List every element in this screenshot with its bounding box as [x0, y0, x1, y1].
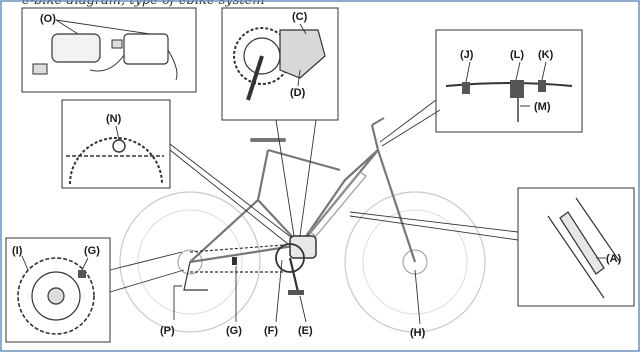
inset-battery: (A)	[517, 187, 635, 307]
callout-rotor	[109, 251, 185, 293]
inset-charger: (O)	[21, 7, 197, 93]
leader-H	[414, 269, 421, 325]
frame-battery	[309, 171, 367, 237]
label-A: (A)	[606, 253, 622, 265]
label-L: (L)	[510, 49, 524, 61]
closeup-handlebar	[445, 82, 573, 87]
rear-wheel	[119, 191, 261, 333]
callout-handlebar	[379, 99, 441, 147]
label-D: (D)	[290, 87, 306, 99]
inset-handlebar-frame	[435, 29, 583, 133]
closeup-rotor-hub	[47, 287, 65, 305]
label-N: (N)	[106, 113, 122, 125]
inset-drive-unit: (C) (D)	[221, 7, 339, 121]
label-G-rotor: (G)	[84, 245, 100, 257]
closeup-rotor	[17, 257, 95, 335]
stem	[371, 117, 385, 126]
label-G-bottom: (G)	[226, 325, 242, 337]
closeup-sensor-magnet	[78, 270, 86, 278]
inset-handlebar: (J) (L) (K) (M)	[435, 29, 583, 133]
callout-lines	[109, 99, 519, 325]
inset-rotor: (I) (G)	[5, 237, 111, 343]
inset-derailleur: (N)	[61, 99, 171, 189]
label-H: (H)	[410, 327, 426, 339]
rear-derailleur	[183, 261, 208, 291]
leader-O	[55, 19, 151, 35]
label-M: (M)	[534, 101, 551, 113]
leader-F	[275, 259, 283, 323]
closeup-display-L	[510, 80, 524, 98]
leaders-CD	[297, 23, 307, 87]
battery-tube-edge-1	[547, 215, 605, 299]
inset-battery-frame	[517, 187, 635, 307]
speed-sensor	[232, 257, 237, 265]
charger-case	[51, 33, 101, 63]
label-K: (K)	[538, 49, 554, 61]
leader-N	[115, 125, 120, 141]
leader-P	[173, 285, 182, 320]
closeup-chainring-2	[69, 137, 163, 185]
front-wheel	[344, 191, 486, 333]
leaders-JLKM	[465, 61, 547, 107]
crank-arm	[288, 257, 300, 293]
label-E: (E)	[298, 325, 313, 337]
bike-illustration	[119, 117, 486, 333]
drive-unit	[289, 235, 317, 259]
leader-E	[299, 295, 307, 323]
callout-drive	[275, 119, 317, 237]
label-F: (F)	[264, 325, 278, 337]
label-O: (O)	[40, 13, 56, 25]
diagram-caption: e-bike diagram, type of ebike system	[22, 0, 265, 8]
charger-plug-b	[111, 39, 123, 49]
battery-tube-edge-2	[575, 197, 621, 263]
callout-battery	[349, 211, 519, 241]
label-C: (C)	[292, 11, 308, 23]
rear-wheel-rim	[137, 209, 243, 315]
chain	[189, 244, 285, 273]
rear-rotor	[177, 249, 203, 275]
leaders-IG	[21, 255, 89, 271]
closeup-crank	[246, 55, 264, 101]
pedal	[288, 290, 304, 295]
chainring	[275, 243, 305, 273]
label-P: (P)	[160, 325, 175, 337]
front-wheel-rim	[362, 209, 468, 315]
closeup-motor	[279, 29, 326, 79]
callout-derailleur	[169, 143, 293, 245]
closeup-rotor-inner	[31, 271, 81, 321]
closeup-switch-J	[462, 82, 470, 94]
charger-adapter	[123, 33, 169, 65]
battery-pack	[559, 211, 605, 275]
label-I: (I)	[12, 245, 23, 257]
label-J: (J)	[460, 49, 474, 61]
closeup-derailleur	[112, 139, 126, 153]
closeup-switch-K	[538, 80, 546, 92]
charger-plug-a	[32, 63, 48, 75]
charger-cable	[89, 49, 178, 81]
